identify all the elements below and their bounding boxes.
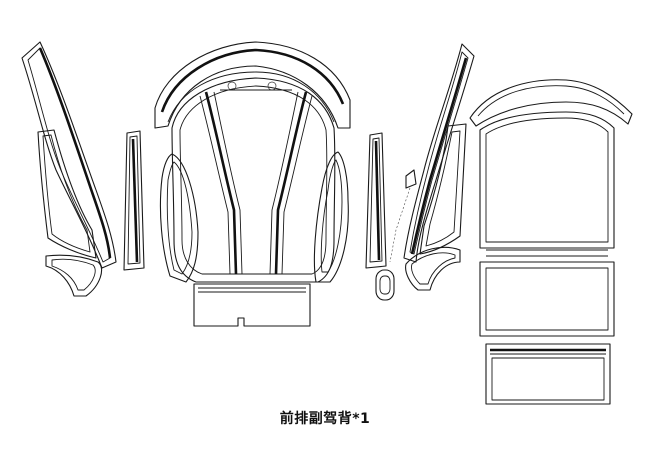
center-top-arch-piece [154,41,351,129]
left-bottom-curve-piece [45,254,103,297]
left-side-strip-piece [21,41,117,269]
small-tab-piece [389,169,417,263]
center-bottom-flap-piece [193,283,311,327]
left-narrow-strip-piece [123,130,145,271]
oval-patch-piece [375,269,395,301]
center-main-back-piece [171,77,336,283]
right-headrest-piece [469,79,633,127]
right-narrow-strip-piece [365,132,387,269]
right-middle-band [479,261,615,337]
right-side-strip-piece [403,43,475,263]
right-upper-back-panel [479,111,615,257]
left-lower-panel-piece [37,129,97,259]
right-bottom-curve-piece [405,246,461,291]
pattern-caption: 前排副驾背*1 [279,411,371,427]
center-left-wing-piece [159,153,199,283]
center-right-wing-piece [313,151,349,283]
right-lower-back-panel [485,343,611,405]
